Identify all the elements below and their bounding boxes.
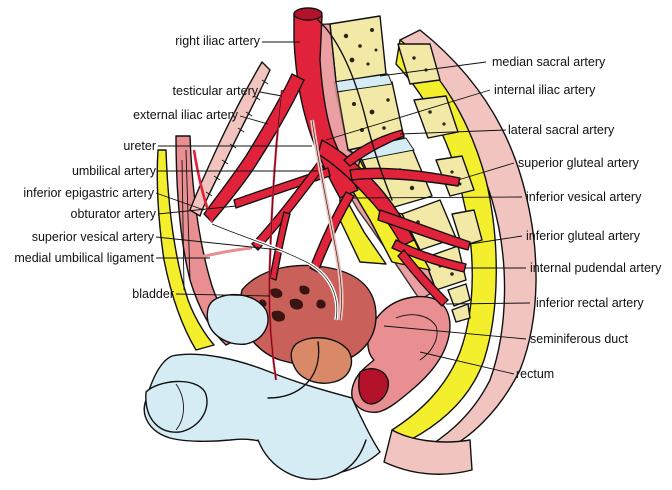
medial-umbilical-ligament bbox=[195, 246, 253, 260]
label-inferior-rectal-artery: inferior rectal artery bbox=[536, 296, 644, 310]
leader-lines bbox=[155, 41, 531, 375]
label-superior-gluteal-artery: superior gluteal artery bbox=[518, 156, 639, 170]
sacral-vertebrae bbox=[329, 15, 483, 323]
inferior-gluteal-artery bbox=[377, 209, 471, 251]
median-sacral-artery bbox=[317, 19, 393, 201]
abdominal-wall-yellow bbox=[156, 149, 215, 351]
label-internal-iliac-artery: internal iliac artery bbox=[494, 83, 596, 97]
superior-gluteal-artery bbox=[349, 167, 461, 187]
scrotum bbox=[257, 439, 367, 480]
arterial-tree bbox=[189, 7, 471, 381]
label-superior-vesical-artery: superior vesical artery bbox=[31, 230, 154, 244]
label-medial-umbilical-ligament: medial umbilical ligament bbox=[14, 251, 154, 265]
label-rectum: rectum bbox=[516, 367, 555, 381]
label-inferior-vesical-artery: inferior vesical artery bbox=[526, 190, 642, 204]
inferior-rectal-artery bbox=[397, 249, 449, 307]
pubic-symphysis bbox=[206, 293, 269, 345]
penis-tip bbox=[145, 380, 208, 433]
label-internal-pudendal-artery: internal pudendal artery bbox=[530, 261, 662, 275]
label-obturator-artery: obturator artery bbox=[70, 207, 156, 221]
umbilical-artery bbox=[251, 161, 325, 251]
label-inferior-epigastric-artery: inferior epigastric artery bbox=[23, 186, 154, 200]
label-seminiferous-duct: seminiferous duct bbox=[530, 332, 628, 346]
label-external-iliac-artery: external iliac artery bbox=[133, 108, 238, 122]
label-median-sacral-artery: median sacral artery bbox=[492, 55, 606, 69]
label-ureter: ureter bbox=[123, 139, 156, 153]
label-inferior-gluteal-artery: inferior gluteal artery bbox=[526, 229, 640, 243]
buttock-skin bbox=[383, 429, 473, 475]
label-lateral-sacral-artery: lateral sacral artery bbox=[508, 123, 615, 137]
prostate bbox=[290, 337, 353, 384]
label-umbilical-artery: umbilical artery bbox=[71, 164, 156, 178]
label-bladder: bladder bbox=[132, 287, 174, 301]
label-right-iliac-artery: right iliac artery bbox=[175, 34, 260, 48]
external-iliac-vein bbox=[189, 61, 271, 217]
inferior-epigastric-artery bbox=[192, 149, 214, 223]
label-testicular-artery: testicular artery bbox=[172, 84, 258, 98]
